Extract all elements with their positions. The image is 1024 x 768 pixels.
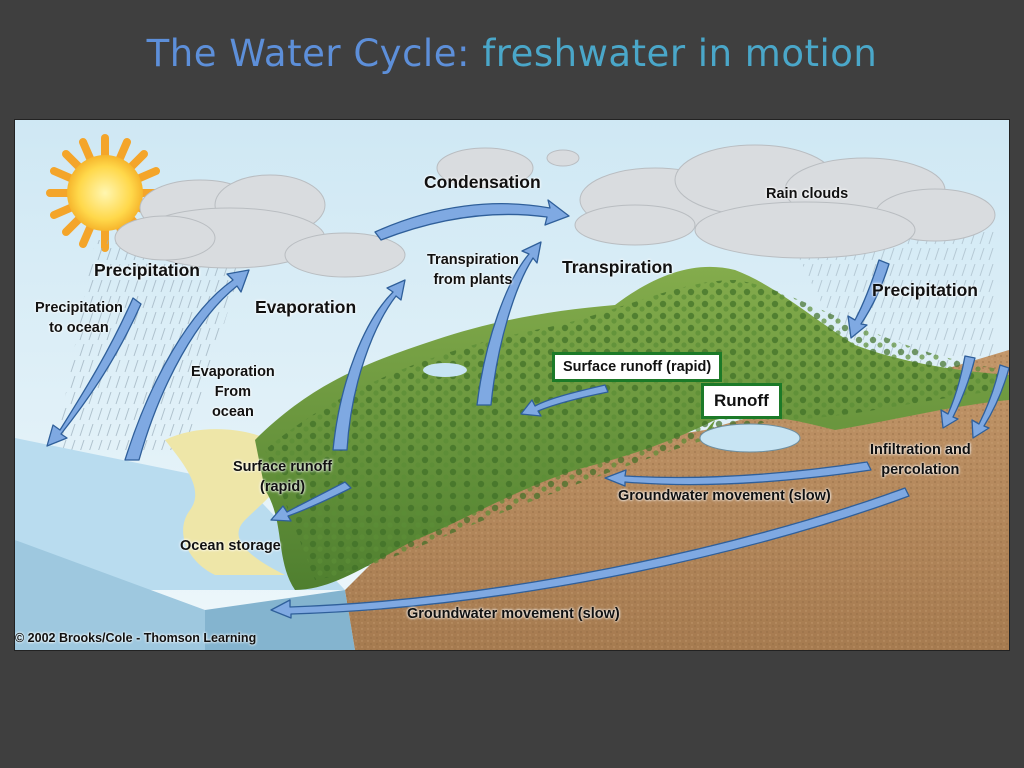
condensation-arrow <box>374 199 570 241</box>
cloud-left <box>114 174 406 278</box>
infiltration-arrow-2 <box>971 364 1009 439</box>
infiltration-arrow-1 <box>940 355 976 429</box>
rain-left <box>55 240 250 450</box>
label-transpiration: Transpiration <box>562 257 673 277</box>
label-precipitation-to-ocean: Precipitation to ocean <box>35 300 123 336</box>
title-main: The Water Cycle: <box>146 32 470 75</box>
diagram-illustration <box>15 120 1009 650</box>
title-subtitle: freshwater in motion <box>482 32 878 75</box>
flow-arrows <box>46 199 1009 619</box>
label-precipitation-left: Precipitation <box>94 260 200 280</box>
transpiration-arrow <box>476 241 542 406</box>
box-surface-runoff: Surface runoff (rapid) <box>552 352 723 382</box>
label-evaporation: Evaporation <box>255 297 357 317</box>
cloud-center <box>436 147 580 189</box>
label-groundwater-upper: Groundwater movement (slow) <box>618 488 831 504</box>
label-surface-runoff-lower: Surface runoff (rapid) <box>233 459 333 495</box>
label-precipitation-right: Precipitation <box>872 280 978 300</box>
water-cycle-diagram: Condensation Rain clouds Precipitation P… <box>14 119 1010 651</box>
rain-clouds <box>574 144 996 259</box>
label-ocean-storage: Ocean storage <box>180 538 281 554</box>
groundwater-upper-arrow <box>604 461 872 487</box>
precipitation-to-ocean-arrow <box>46 297 142 447</box>
ocean-side <box>15 540 205 650</box>
label-transpiration-from-plants: Transpiration from plants <box>427 252 519 288</box>
beach <box>165 429 287 575</box>
label-rain-clouds: Rain clouds <box>766 186 849 202</box>
label-groundwater-lower: Groundwater movement (slow) <box>407 606 620 622</box>
surface-runoff-lower-arrow <box>270 481 352 522</box>
small-lake <box>423 363 467 377</box>
lake <box>699 423 801 453</box>
slide-title: The Water Cycle: freshwater in motion <box>0 32 1024 75</box>
groundwater-lower-arrow <box>270 487 910 619</box>
label-evaporation-from-ocean: Evaporation From ocean <box>191 364 275 420</box>
label-infiltration-percolation: Infiltration and percolation <box>870 442 971 478</box>
evaporation-from-ocean-arrow <box>332 279 406 451</box>
sun-icon <box>46 134 164 252</box>
precipitation-right-arrow <box>847 259 890 339</box>
surface-runoff-upper-arrow <box>520 384 609 417</box>
label-condensation: Condensation <box>424 172 541 192</box>
evaporation-arrow <box>124 269 250 461</box>
ocean-surface <box>15 438 345 590</box>
box-runoff: Runoff <box>701 383 782 419</box>
copyright-notice: © 2002 Brooks/Cole - Thomson Learning <box>15 631 257 645</box>
